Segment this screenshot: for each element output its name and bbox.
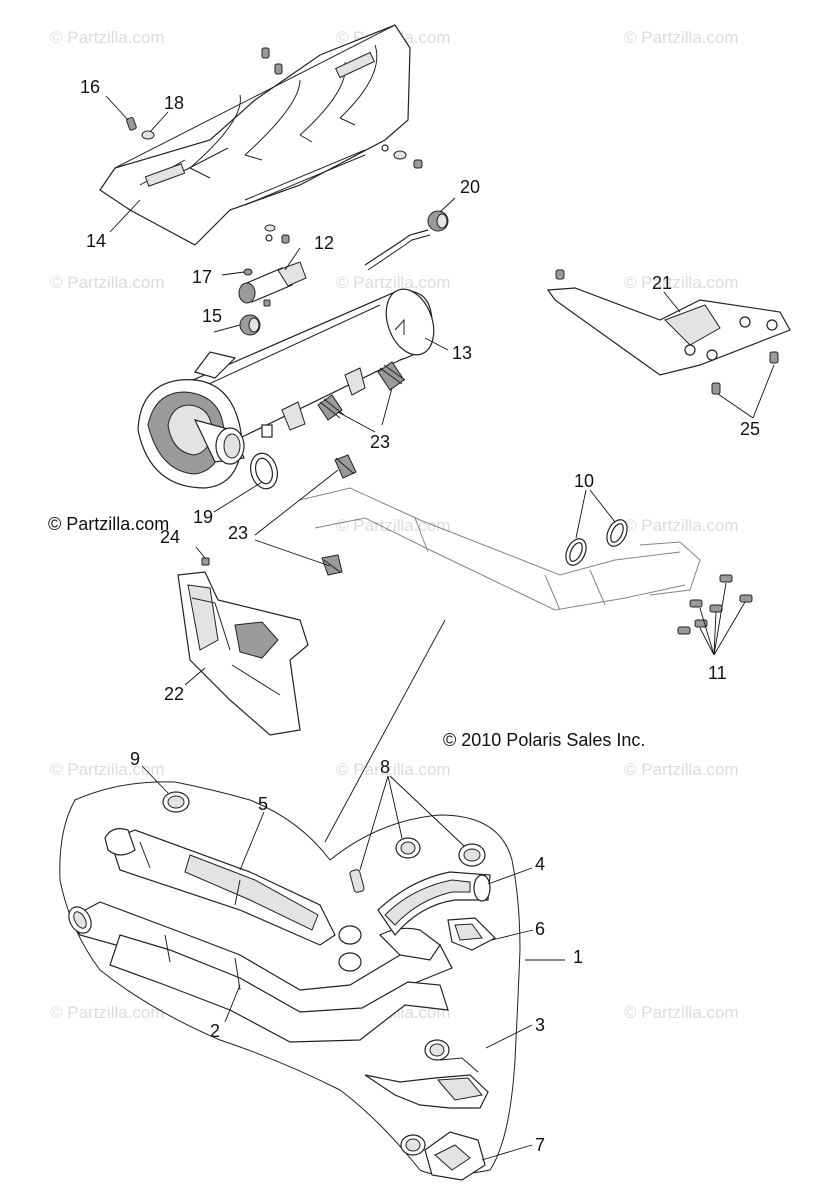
spark-arrestor-part-12 [238,261,307,304]
callout-8: 8 [380,757,391,777]
hardware-top-fasteners [261,47,423,244]
washer-part-18 [141,130,155,140]
heat-shield-part-7 [424,1131,486,1181]
polaris-copyright-label: © 2010 Polaris Sales Inc. [443,730,646,750]
grommet-part-15 [213,299,271,336]
bolt-part-16 [126,117,137,131]
pipe-part-3 [364,1057,489,1109]
callout-13: 13 [452,343,473,363]
head-pipe-phantom [299,487,701,611]
watermark: © Partzilla.com [624,760,739,779]
pipe-part-5 [104,828,336,946]
callout-2: 2 [210,1021,221,1041]
watermark: © Partzilla.com [624,1003,739,1022]
watermark: © Partzilla.com [50,1003,165,1022]
callout-1: 1 [573,947,584,967]
grommet-part-20 [364,210,449,271]
callout-25: 25 [740,419,761,439]
heat-shield-part-14 [99,24,411,246]
callout-11: 11 [708,663,727,683]
watermark: © Partzilla.com [50,273,165,292]
watermark: © Partzilla.com [50,760,165,779]
watermark: © Partzilla.com [624,516,739,535]
watermark: © Partzilla.com [624,28,739,47]
gasket-part-19 [250,452,278,490]
callout-9: 9 [130,749,141,769]
clamp-part-9 [162,791,190,813]
callout-7: 7 [535,1135,546,1155]
heat-shield-part-6 [447,917,497,951]
callout-20: 20 [460,177,481,197]
clip-part-17 [243,268,253,276]
partzilla-copyright-label: © Partzilla.com [48,514,170,534]
spring-part-23-upper [317,361,406,421]
spring-part-23-lower [321,454,357,576]
callout-21: 21 [652,273,673,293]
leader-lines [105,95,775,1161]
callout-5: 5 [258,794,269,814]
callout-3: 3 [535,1015,546,1035]
bolt-part-25 [711,351,779,395]
heat-shield-part-22 [177,571,309,736]
callout-14: 14 [86,231,107,251]
exhaust-assembly-group-1-outline [59,781,521,1176]
callout-16: 16 [80,77,101,97]
callout-10: 10 [574,471,595,491]
watermark: © Partzilla.com [624,273,739,292]
callout-23: 23 [370,432,391,452]
gasket-part-10 [565,519,628,566]
callout-23: 23 [228,523,249,543]
clamp-part-8 [338,837,486,1156]
callout-24: 24 [160,527,181,547]
pipe-part-4 [377,871,491,936]
callout-22: 22 [164,684,185,704]
pipe-part-2 [68,901,453,1043]
callout-6: 6 [535,919,546,939]
callout-18: 18 [164,93,185,113]
watermark: © Partzilla.com [50,28,165,47]
callout-15: 15 [202,306,223,326]
bracket-part-21 [546,269,791,376]
watermark: © Partzilla.com [336,760,451,779]
watermark: © Partzilla.com [336,273,451,292]
callout-19: 19 [193,507,214,527]
muffler-part-13 [137,288,435,489]
callout-12: 12 [314,233,335,253]
clip-part-24 [201,557,210,566]
callout-4: 4 [535,854,546,874]
callout-17: 17 [192,267,213,287]
